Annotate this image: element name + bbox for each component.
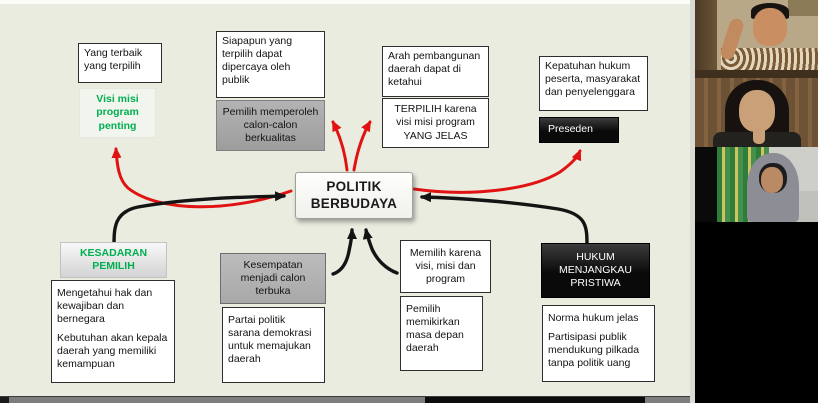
box-visi-misi: Visi misi program penting [79,88,156,138]
participant-video-2[interactable] [695,70,818,147]
arrow-connectors [111,120,589,276]
box-terpilih: TERPILIH karena visi misi program YANG J… [382,98,489,148]
box-kesadaran-pemilih: KESADARAN PEMILIH [60,242,167,278]
background-shelf [788,0,818,16]
face [753,8,787,46]
black-arrows [112,191,589,276]
box-pemilih-memperoleh: Pemilih memperoleh calon-calon berkualit… [216,100,325,151]
video-panel [695,0,818,403]
participant-video-3[interactable] [695,147,818,222]
box-preseden: Preseden [539,117,619,143]
box-partai-politik: Partai politik sarana demokrasi untuk me… [222,307,325,383]
node-politik-berbudaya: POLITIK BERBUDAYA [295,172,413,219]
box-memilih-karena: Memilih karena visi, misi dan program [400,240,491,293]
background-door [695,0,717,70]
scrollbar-corner [0,397,9,403]
face [739,90,775,132]
red-arrows [111,120,582,209]
face [761,167,783,193]
panel-divider [690,0,695,403]
box-siapapun: Siapapun yang terpilih dapat dipercaya o… [216,31,325,98]
hand-on-chin [753,126,765,144]
participant-video-1[interactable] [695,0,818,70]
black-side-bar [695,147,717,222]
scrollbar-thumb[interactable] [425,397,645,403]
slide-top-edge [0,0,690,4]
box-hukum-menjangkau: HUKUM MENJANGKAU PRISTIWA [541,243,650,298]
box-norma-hukum: Norma hukum jelas Partisipasi publik men… [542,305,655,382]
box-kepatuhan: Kepatuhan hukum peserta, masyarakat dan … [539,56,648,111]
horizontal-scrollbar[interactable] [0,396,690,403]
box-arah-pembangunan: Arah pembangunan daerah dapat di ketahui [382,46,489,97]
blinds-top-band [695,70,818,78]
box-pemilih-memikirkan: Pemilih memikirkan masa depan daerah [400,296,483,371]
box-mengetahui: Mengetahui hak dan kewajiban dan bernega… [51,280,175,383]
batik-shirt [721,48,818,70]
node-label: POLITIK BERBUDAYA [310,178,398,211]
presentation-slide: POLITIK BERBUDAYA Yang terbaik yang terp… [0,0,690,403]
box-kesempatan: Kesempatan menjadi calon terbuka [220,253,326,304]
box-yang-terbaik: Yang terbaik yang terpilih [78,43,162,83]
